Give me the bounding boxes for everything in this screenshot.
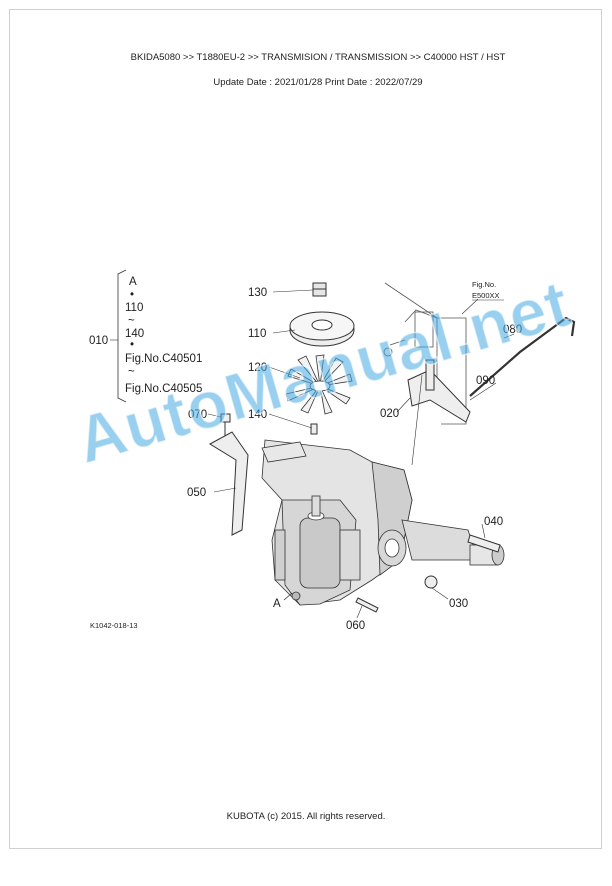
figure-code: K1042-018-13	[90, 621, 138, 630]
fig-ref-line-2: E500XX	[472, 291, 500, 300]
part-060-bolt	[355, 597, 379, 613]
label-130: 130	[248, 287, 267, 299]
bracket-dot-1: •	[130, 289, 134, 301]
bracket-figno-start: Fig.No.C40501	[125, 353, 202, 365]
bracket-line-140: 140	[125, 328, 144, 340]
label-070: 070	[188, 409, 207, 421]
part-020-arm	[407, 359, 471, 423]
group-bracket	[117, 269, 127, 403]
leader-lines	[110, 289, 515, 619]
part-110-pulley	[289, 311, 355, 347]
arrow-line	[283, 592, 293, 601]
label-020: 020	[380, 408, 399, 420]
bracket-line-110: 110	[125, 302, 143, 314]
part-030-nut	[424, 575, 438, 589]
label-030: 030	[449, 598, 468, 610]
part-140-bolt	[310, 423, 318, 435]
bracket-tilde-1: ~	[128, 315, 135, 327]
bracket-figno-end: Fig.No.C40505	[125, 383, 202, 395]
label-120: 120	[248, 362, 267, 374]
part-040-pin	[467, 534, 501, 553]
bracket-dot-2: •	[130, 339, 134, 351]
label-110: 110	[248, 328, 266, 340]
bracket-line-a: A	[129, 276, 137, 288]
bracket-tilde-2: ~	[128, 366, 135, 378]
label-090: 090	[476, 375, 495, 387]
label-080: 080	[503, 324, 522, 336]
update-print-dates: Update Date : 2021/01/28 Print Date : 20…	[213, 77, 423, 88]
part-120-fan	[285, 354, 353, 415]
arrow-label-a: A	[273, 598, 281, 610]
copyright-footer: KUBOTA (c) 2015. All rights reserved.	[226, 811, 386, 822]
label-040: 040	[484, 516, 503, 528]
label-050: 050	[187, 487, 206, 499]
label-060: 060	[346, 620, 365, 632]
part-080-rod	[469, 316, 576, 397]
page-border	[9, 9, 602, 849]
part-130-nut	[312, 282, 327, 297]
part-050-bracket	[209, 431, 249, 536]
breadcrumb: BKIDA5080 >> T1880EU-2 >> TRANSMISION / …	[130, 52, 506, 63]
label-140: 140	[248, 409, 267, 421]
label-010: 010	[89, 335, 108, 347]
transmission-body	[261, 439, 505, 606]
fig-ref-line-1: Fig.No.	[472, 280, 496, 289]
